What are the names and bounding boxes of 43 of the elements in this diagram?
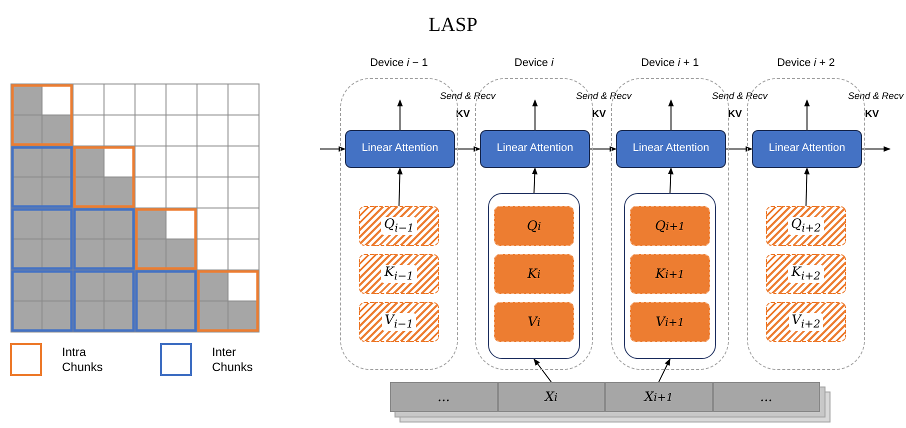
arrow — [454, 146, 481, 152]
legend-text: Intra Chunks — [62, 345, 104, 375]
send-recv-label: Send & Recv — [440, 91, 496, 102]
arrow — [804, 99, 810, 130]
hatched-block: V$_{i+2}$ — [766, 302, 846, 342]
hatched-block: Q$_{i−1}$ — [359, 206, 439, 246]
device-label: Device i — [513, 57, 555, 69]
send-recv-label: Send & Recv — [576, 91, 632, 102]
attention-block: Linear Attention — [345, 130, 455, 168]
title: LASP — [428, 14, 478, 37]
device-label: Device i + 1 — [640, 57, 700, 69]
hatched-block: K$_{i−1}$ — [359, 254, 439, 294]
arrow — [658, 358, 670, 382]
arrow — [668, 167, 674, 194]
arrow — [726, 146, 753, 152]
attention-block: Linear Attention — [480, 130, 590, 168]
kv-label: KV — [728, 109, 742, 120]
arrow — [532, 99, 538, 130]
kv-label: KV — [592, 109, 606, 120]
arrow — [532, 167, 538, 194]
arrow — [397, 167, 403, 206]
arrow — [804, 167, 810, 206]
arrow — [320, 146, 346, 152]
send-recv-label: Send & Recv — [848, 91, 904, 102]
arrow — [668, 99, 674, 130]
attention-block: Linear Attention — [616, 130, 726, 168]
input-cell: ... — [712, 382, 820, 412]
hatched-block: K$_{i+2}$ — [766, 254, 846, 294]
legend-text: Inter Chunks — [212, 345, 254, 375]
kv-label: KV — [865, 109, 879, 120]
group-frame — [624, 193, 716, 359]
arrow — [534, 358, 552, 382]
input-cell: ... — [390, 382, 498, 412]
attention-block: Linear Attention — [752, 130, 862, 168]
device-label: Device i − 1 — [369, 57, 429, 69]
arrow — [397, 99, 403, 130]
arrow — [862, 146, 891, 152]
group-frame — [488, 193, 580, 359]
hatched-block: V$_{i−1}$ — [359, 302, 439, 342]
send-recv-label: Send & Recv — [712, 91, 768, 102]
device-label: Device i + 2 — [776, 57, 836, 69]
arrow — [590, 146, 617, 152]
hatched-block: Q$_{i+2}$ — [766, 206, 846, 246]
